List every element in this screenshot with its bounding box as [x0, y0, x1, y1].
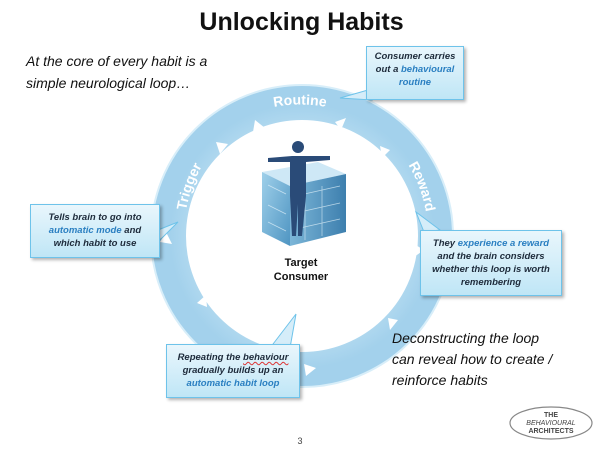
conclusion-text: Deconstructing the loop can reveal how t… — [392, 328, 592, 391]
intro-line: At the core of every habit is a — [26, 53, 208, 69]
behavioural-architects-logo: THE BEHAVIOURAL ARCHITECTS — [508, 405, 594, 441]
arrow-icon — [304, 364, 316, 376]
arrow-icon — [160, 232, 172, 244]
arrow-icon — [253, 120, 265, 132]
repeat-callout: Repeating the behaviour gradually builds… — [166, 344, 300, 398]
routine-callout: Consumer carries out a behavioural routi… — [366, 46, 464, 100]
arrow-icon — [414, 244, 424, 257]
trigger-callout: Tells brain to go into automatic mode an… — [30, 204, 160, 258]
loop-arrows — [160, 118, 424, 376]
slide-title: Unlocking Habits — [199, 8, 404, 36]
person-figure-icon — [268, 141, 330, 236]
conclusion-line: can reveal how to create / — [392, 351, 553, 367]
arrow-icon — [388, 318, 398, 330]
arrow-icon — [380, 146, 390, 158]
arrow-icon — [216, 142, 228, 154]
arrow-icon — [197, 295, 207, 307]
intro-text: At the core of every habit is a simple n… — [26, 50, 286, 94]
conclusion-line: reinforce habits — [392, 372, 488, 388]
reward-callout: They experience a reward and the brain c… — [420, 230, 562, 296]
conclusion-line: Deconstructing the loop — [392, 330, 540, 346]
routine-label: Routine — [272, 91, 328, 109]
target-consumer-label: Target Consumer — [273, 257, 329, 283]
intro-line: simple neurological loop… — [26, 75, 191, 91]
consumer-cube-image — [262, 141, 346, 246]
arrow-icon — [335, 118, 346, 130]
page-number: 3 — [297, 436, 303, 446]
repeat-callout-pointer — [268, 313, 297, 349]
